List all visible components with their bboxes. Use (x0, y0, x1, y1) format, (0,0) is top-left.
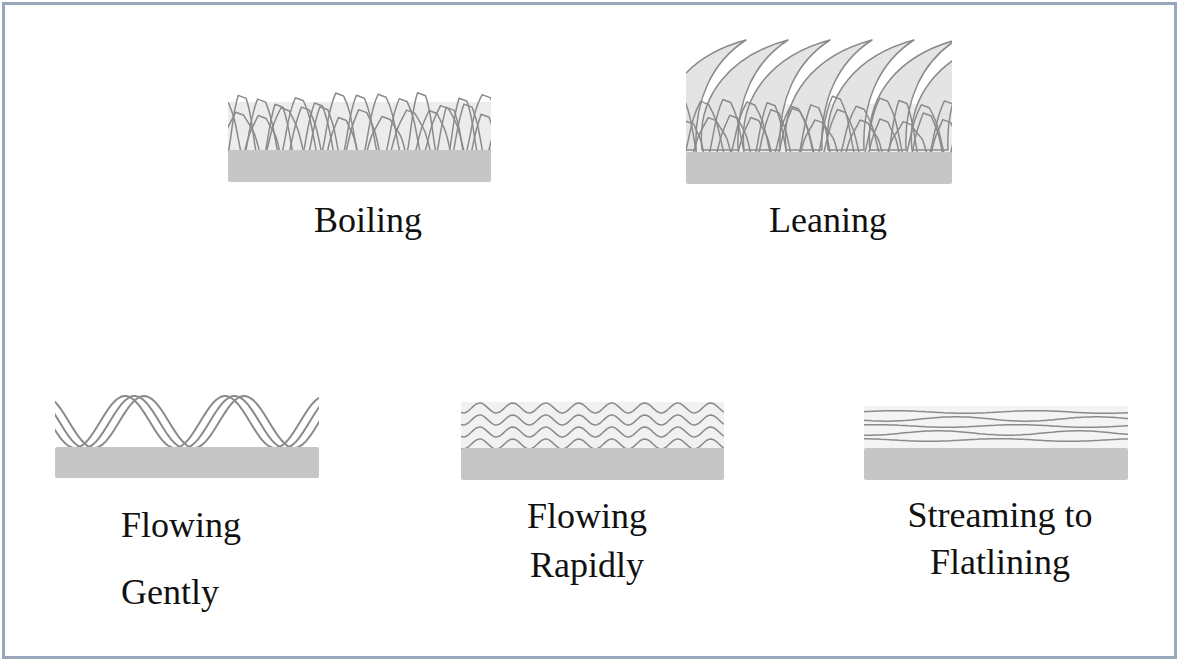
stroke (461, 403, 724, 413)
stroke (472, 114, 491, 152)
stroke (367, 116, 406, 152)
caption: Leaning (769, 196, 887, 245)
stroke (55, 396, 319, 448)
stroke (864, 425, 1128, 428)
stroke (407, 93, 435, 152)
stroke (461, 415, 724, 425)
stroke (888, 122, 927, 154)
stroke (488, 112, 491, 152)
stroke (912, 113, 943, 154)
leaning-texture (686, 40, 952, 154)
stroke (322, 93, 357, 152)
stroke (717, 115, 751, 154)
caption: Flowing Rapidly (527, 492, 647, 589)
stroke (55, 396, 319, 448)
stroke (461, 439, 724, 449)
stroke (228, 112, 260, 152)
bed-bar (228, 150, 491, 182)
stroke (864, 431, 1128, 435)
caption: Boiling (314, 196, 422, 245)
stroke (864, 411, 1128, 414)
stroke (437, 107, 463, 152)
streaming-lines (864, 406, 1128, 450)
stroke (391, 110, 431, 152)
rapid-waves (461, 402, 724, 450)
bed-bar (461, 448, 724, 480)
gentle-waves (55, 396, 319, 448)
stroke (864, 417, 1128, 421)
stroke (228, 95, 256, 152)
stroke (415, 110, 450, 152)
stroke (466, 95, 491, 152)
caption: Flowing Gently (121, 492, 241, 625)
caption: Streaming to Flatlining (884, 492, 1116, 586)
stroke (864, 439, 1128, 442)
stroke (759, 110, 791, 154)
stroke (461, 427, 724, 437)
bed-bar (686, 152, 952, 184)
stroke (289, 107, 321, 152)
bed-bar (864, 448, 1128, 480)
stroke (453, 104, 482, 152)
stroke (693, 118, 731, 154)
stroke (55, 396, 319, 448)
stroke (951, 109, 952, 154)
bed-bar (55, 447, 319, 478)
stroke (800, 120, 838, 154)
stroke (931, 120, 952, 154)
boiling-texture (228, 93, 491, 152)
